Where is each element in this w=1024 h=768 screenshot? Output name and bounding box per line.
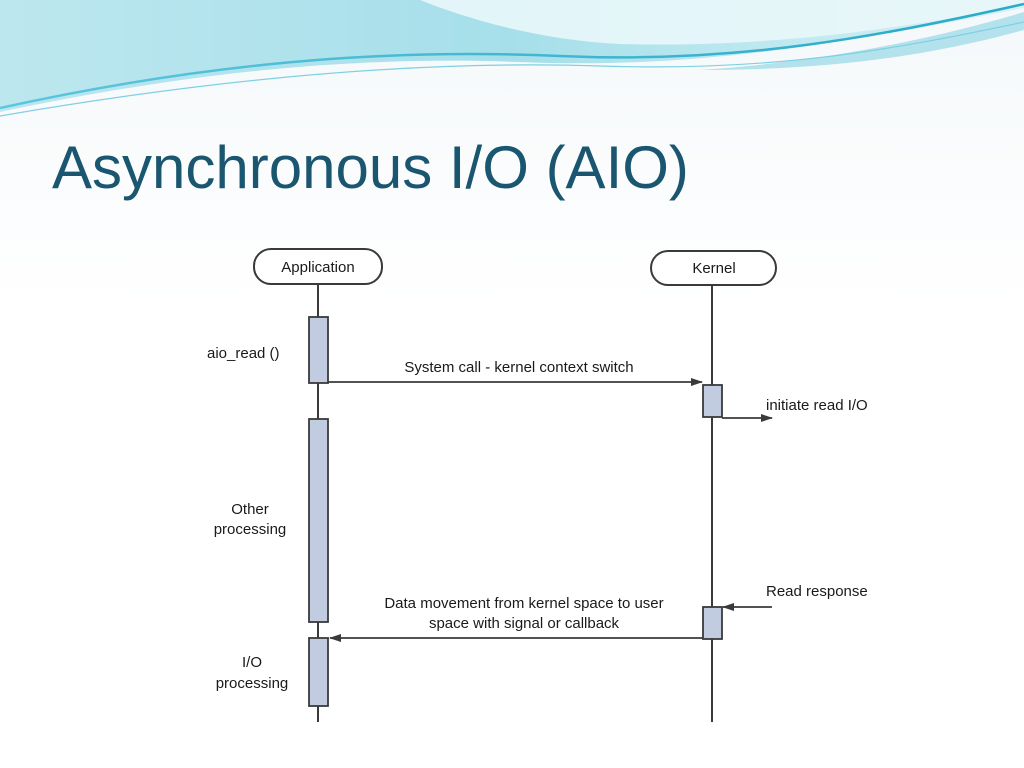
kernel-participant: Kernel [650, 250, 777, 286]
data-movement-label-2: space with signal or callback [429, 615, 620, 632]
other-processing-label-2: processing [214, 521, 287, 538]
application-participant: Application [253, 248, 383, 285]
system-call-label: System call - kernel context switch [404, 359, 633, 376]
io-processing-label-1: I/O [242, 654, 262, 671]
data-movement-label-1: Data movement from kernel space to user [384, 595, 663, 612]
io-processing-label-2: processing [216, 675, 289, 692]
aio-read-label: aio_read () [207, 345, 280, 362]
read-response-label: Read response [766, 583, 868, 600]
kernel-response-activation [702, 606, 723, 640]
aio-read-activation [308, 316, 329, 384]
other-processing-activation [308, 418, 329, 623]
header-wave-decoration [0, 0, 1024, 117]
application-label: Application [281, 259, 354, 276]
io-processing-activation [308, 637, 329, 707]
slide-title: Asynchronous I/O (AIO) [52, 134, 689, 201]
initiate-read-label: initiate read I/O [766, 397, 868, 414]
kernel-label: Kernel [692, 260, 735, 277]
other-processing-label-1: Other [231, 501, 269, 518]
kernel-initiate-activation [702, 384, 723, 418]
